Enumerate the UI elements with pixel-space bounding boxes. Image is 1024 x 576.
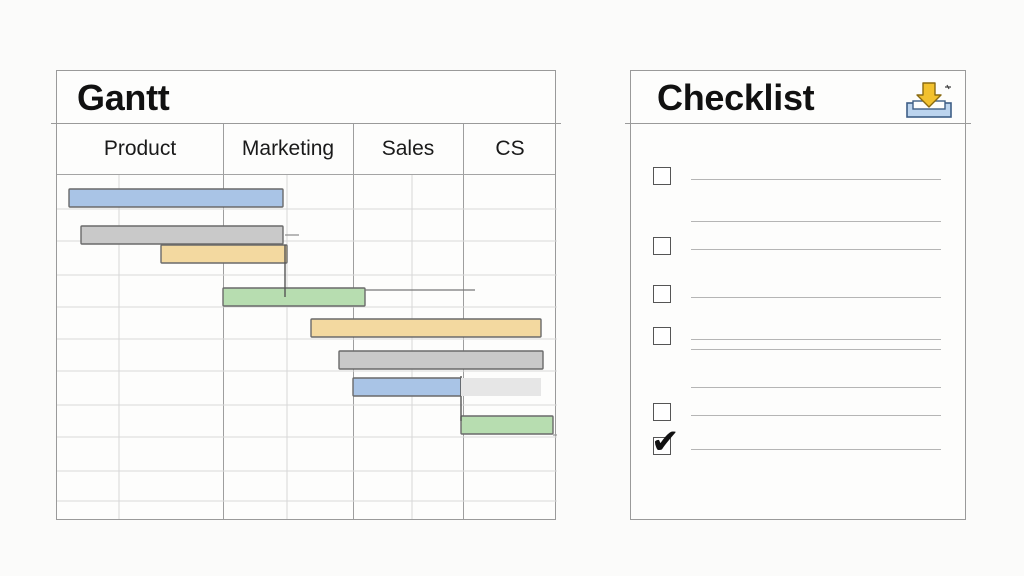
header-divider <box>57 174 555 175</box>
checklist-item[interactable] <box>653 167 953 191</box>
checkbox[interactable] <box>653 403 671 421</box>
checklist-item-line <box>691 249 941 250</box>
download-tray-icon[interactable] <box>903 81 955 121</box>
column-header-product[interactable]: Product <box>103 137 177 160</box>
checkmark-icon: ✔ <box>651 422 680 462</box>
gantt-bar <box>310 318 542 338</box>
checklist-item-line <box>691 415 941 416</box>
checklist-panel: Checklist ✔ <box>625 70 971 520</box>
gantt-panel: Gantt Product Marketing Sales CS <box>51 70 561 520</box>
checklist-title: Checklist <box>657 77 815 118</box>
gantt-bar <box>68 188 284 208</box>
gantt-grid <box>57 175 557 519</box>
checklist-item-line <box>691 449 941 450</box>
checklist-item[interactable] <box>653 285 953 309</box>
checkbox[interactable] <box>653 437 671 455</box>
gantt-bar-shadow <box>461 378 541 396</box>
checkbox[interactable] <box>653 327 671 345</box>
gantt-title-divider <box>51 123 561 124</box>
checkbox[interactable] <box>653 167 671 185</box>
checklist-item-line <box>691 179 941 180</box>
checklist-item[interactable] <box>653 403 953 427</box>
checklist-item[interactable] <box>653 237 953 261</box>
gantt-title: Gantt <box>77 77 170 118</box>
gantt-bar <box>160 244 288 264</box>
checkbox[interactable] <box>653 285 671 303</box>
checklist-item[interactable] <box>653 327 953 351</box>
column-header-cs[interactable]: CS <box>495 137 525 160</box>
checklist-rule <box>691 221 941 222</box>
gantt-column-headers: Product Marketing Sales CS <box>57 124 555 174</box>
gantt-bar <box>338 350 544 370</box>
column-header-marketing[interactable]: Marketing <box>241 137 335 160</box>
gantt-bar <box>352 377 462 397</box>
gantt-bar <box>460 415 554 435</box>
checklist-item-line <box>691 297 941 298</box>
checklist-item-line <box>691 339 941 340</box>
checkbox[interactable] <box>653 237 671 255</box>
checklist-item[interactable]: ✔ <box>651 425 953 461</box>
column-divider <box>223 124 224 519</box>
checklist-title-divider <box>625 123 971 124</box>
gantt-bar <box>80 225 284 245</box>
checklist-rule <box>691 387 941 388</box>
gantt-bar <box>222 287 366 307</box>
checklist-rule <box>691 349 941 350</box>
column-header-sales[interactable]: Sales <box>381 137 435 160</box>
